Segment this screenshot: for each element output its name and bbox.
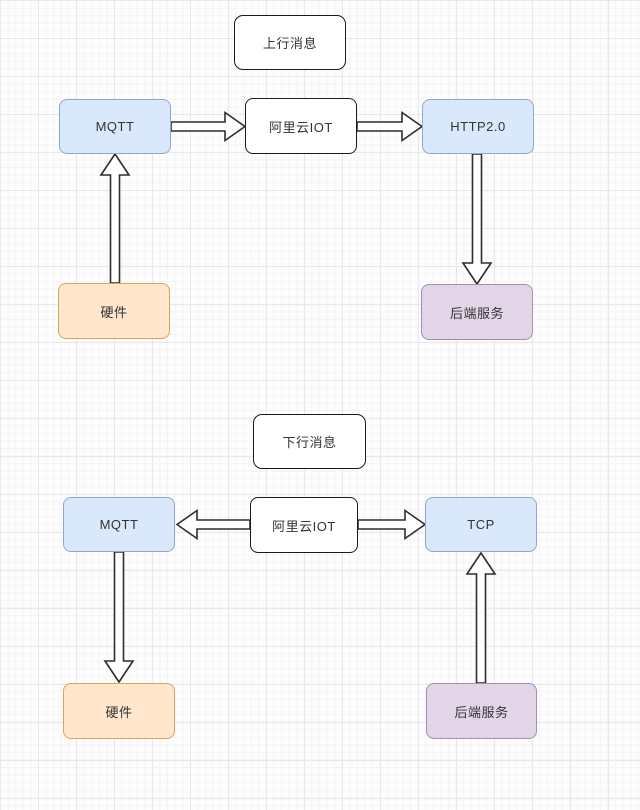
uplink-node-hardware-label: 硬件 bbox=[100, 304, 128, 320]
uplink-node-http2-label: HTTP2.0 bbox=[450, 119, 506, 134]
uplink-node-http2: HTTP2.0 bbox=[422, 99, 534, 154]
downlink-title-box: 下行消息 bbox=[253, 414, 366, 469]
arrow-mqtt-to-hardware-down bbox=[103, 551, 135, 684]
uplink-node-hardware: 硬件 bbox=[58, 283, 170, 339]
downlink-title: 下行消息 bbox=[282, 435, 337, 450]
downlink-node-backend: 后端服务 bbox=[426, 683, 537, 739]
downlink-node-hardware-label: 硬件 bbox=[105, 704, 133, 720]
downlink-node-hardware: 硬件 bbox=[63, 683, 175, 739]
arrow-http2-to-backend-down bbox=[461, 153, 493, 286]
downlink-node-backend-label: 后端服务 bbox=[454, 704, 509, 720]
arrow-aliyun-to-mqtt-left bbox=[175, 508, 251, 541]
uplink-node-aliyun-iot-label: 阿里云IOT bbox=[269, 119, 333, 135]
arrow-hardware-to-mqtt-up bbox=[99, 152, 131, 284]
uplink-node-backend: 后端服务 bbox=[421, 284, 533, 340]
arrow-aliyun-to-http2 bbox=[356, 110, 424, 143]
downlink-node-tcp: TCP bbox=[425, 497, 537, 552]
downlink-node-mqtt: MQTT bbox=[63, 497, 175, 552]
downlink-node-tcp-label: TCP bbox=[467, 517, 495, 532]
arrow-aliyun-to-tcp-right bbox=[357, 508, 427, 541]
uplink-title: 上行消息 bbox=[262, 36, 317, 51]
downlink-node-mqtt-label: MQTT bbox=[99, 517, 139, 532]
uplink-title-box: 上行消息 bbox=[234, 15, 346, 70]
uplink-node-mqtt-label: MQTT bbox=[95, 119, 135, 134]
uplink-node-backend-label: 后端服务 bbox=[449, 305, 504, 321]
downlink-node-aliyun-iot: 阿里云IOT bbox=[250, 497, 358, 553]
uplink-node-aliyun-iot: 阿里云IOT bbox=[245, 98, 357, 154]
arrow-backend-to-tcp-up bbox=[465, 551, 497, 684]
uplink-node-mqtt: MQTT bbox=[59, 99, 171, 154]
arrow-mqtt-to-aliyun bbox=[170, 110, 247, 143]
downlink-node-aliyun-iot-label: 阿里云IOT bbox=[272, 518, 336, 534]
